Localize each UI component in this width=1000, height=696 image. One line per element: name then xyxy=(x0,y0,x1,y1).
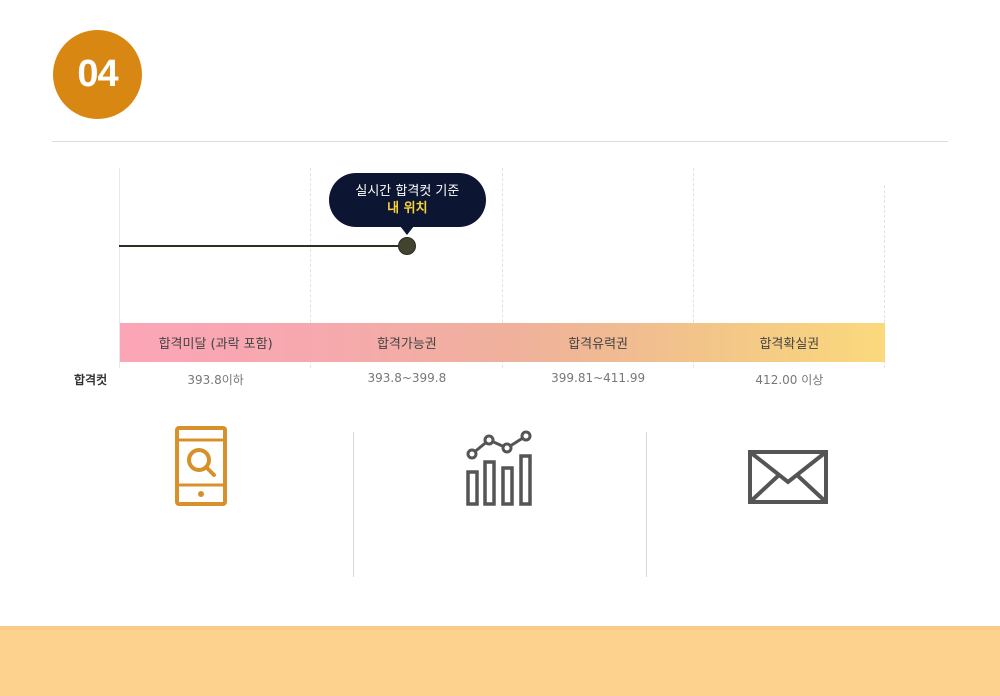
chart-gridline xyxy=(310,168,311,368)
bar-chart-trend-icon xyxy=(466,430,532,506)
my-score-line xyxy=(119,245,407,247)
range-likely: 399.81~411.99 xyxy=(551,371,646,385)
mobile-search-icon xyxy=(175,426,227,506)
range-certain: 412.00 이상 xyxy=(755,373,824,387)
top-divider xyxy=(52,141,948,142)
band-possible: 합격가능권 xyxy=(376,337,437,352)
column-divider xyxy=(646,432,647,577)
range-fail: 393.8이하 xyxy=(187,373,244,387)
range-possible: 393.8~399.8 xyxy=(367,371,447,385)
my-position-tooltip: 실시간 합격컷 기준 내 위치 xyxy=(328,173,486,235)
chart-gridline xyxy=(119,168,120,368)
envelope-icon xyxy=(748,450,828,504)
pass-range-band: 합격미달 (과락 포함) 합격가능권 합격유력권 합격확실권 xyxy=(120,323,885,362)
band-fail: 합격미달 (과락 포함) xyxy=(158,337,273,352)
step-number-badge: 04 xyxy=(53,30,142,119)
column-divider xyxy=(353,432,354,577)
tooltip-highlight: 내 위치 xyxy=(387,201,428,216)
footer-band xyxy=(0,626,1000,696)
my-position-marker xyxy=(397,237,416,255)
chart-gridline xyxy=(502,168,503,368)
step-number: 04 xyxy=(77,53,118,95)
chart-gridline xyxy=(693,168,694,368)
band-likely: 합격유력권 xyxy=(568,337,629,352)
band-certain: 합격확실권 xyxy=(759,337,820,352)
chart-gridline xyxy=(884,185,885,368)
tooltip-title: 실시간 합격컷 기준 xyxy=(355,184,460,199)
cutoff-row-label: 합격컷 xyxy=(74,373,108,387)
cutoff-ranges: 393.8이하 393.8~399.8 399.81~411.99 412.00… xyxy=(120,371,885,388)
